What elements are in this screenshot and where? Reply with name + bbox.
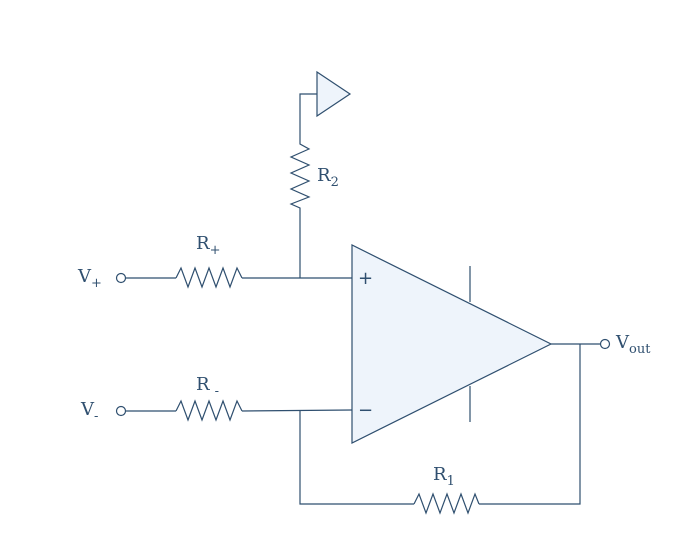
- opamp-triangle: [351, 244, 553, 444]
- resistor-r-minus: [175, 399, 243, 422]
- resistor-r-plus: [175, 266, 243, 289]
- resistor-r1: [413, 492, 480, 515]
- wire-r-minus-to-opamp: [241, 409, 353, 412]
- terminal-v-minus: [115, 405, 127, 417]
- wire-reference-to-r2: [299, 93, 317, 140]
- label-r2: R2: [317, 165, 339, 190]
- opamp-plus-sign: +: [358, 268, 373, 289]
- label-v-plus: V+: [77, 266, 102, 291]
- label-v-minus: V-: [80, 399, 98, 424]
- label-r1: R1: [433, 464, 455, 489]
- reference-triangle-symbol: [316, 70, 352, 118]
- wire-feedback-right: [479, 344, 581, 505]
- opamp-minus-sign: −: [358, 400, 373, 421]
- label-r-plus: R+: [196, 233, 220, 258]
- terminal-v-plus: [115, 272, 127, 284]
- label-v-out: Vout: [615, 332, 651, 357]
- resistor-r2: [289, 140, 311, 210]
- terminal-v-out: [599, 338, 611, 350]
- wire-feedback-left: [299, 411, 414, 505]
- label-r-minus: R-: [196, 374, 219, 399]
